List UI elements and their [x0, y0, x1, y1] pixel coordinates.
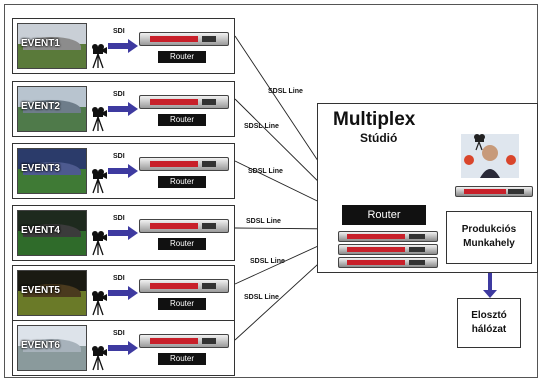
event-label: EVENT2 — [21, 101, 60, 112]
studio-router: Router — [342, 205, 426, 225]
stadium-photo: EVENT5 — [17, 270, 87, 316]
studio-subtitle: Stúdió — [360, 131, 398, 145]
sdi-label: SDI — [113, 215, 125, 222]
sdsl-line-label: SDSL Line — [248, 168, 283, 175]
sdsl-line-label: SDSL Line — [244, 294, 279, 301]
production-workstation-box: Produkciós Munkahely — [446, 211, 532, 264]
router-device — [139, 95, 229, 109]
router-device — [139, 334, 229, 348]
video-camera-icon — [92, 44, 107, 69]
router-label: Router — [158, 114, 206, 126]
stadium-photo: EVENT2 — [17, 86, 87, 132]
event-box: EVENT3 SDI Router — [12, 143, 235, 199]
video-camera-icon — [92, 231, 107, 256]
sdi-label: SDI — [113, 153, 125, 160]
sdsl-line-label: SDSL Line — [250, 258, 285, 265]
down-arrow-icon — [483, 290, 497, 298]
router-device — [139, 279, 229, 293]
event-box: EVENT4 SDI Router — [12, 205, 235, 261]
video-camera-icon — [92, 169, 107, 194]
distribution-label-line1: Elosztó — [471, 310, 507, 321]
arrow-right-icon — [108, 164, 138, 178]
event-label: EVENT5 — [21, 285, 60, 296]
arrow-right-icon — [108, 286, 138, 300]
production-label-line1: Produkciós — [461, 224, 517, 235]
studio-rack-device-3 — [338, 257, 438, 268]
router-label: Router — [158, 298, 206, 310]
sdi-label: SDI — [113, 28, 125, 35]
event-box: EVENT1 SDI Router — [12, 18, 235, 74]
stadium-photo: EVENT6 — [17, 325, 87, 371]
event-label: EVENT6 — [21, 340, 60, 351]
distribution-label-line2: hálózat — [471, 324, 507, 335]
event-label: EVENT4 — [21, 225, 60, 236]
router-device — [139, 32, 229, 46]
video-camera-icon — [92, 291, 107, 316]
event-box: EVENT2 SDI Router — [12, 81, 235, 137]
studio-rack-device-1 — [338, 231, 438, 242]
sdi-label: SDI — [113, 91, 125, 98]
router-device — [139, 219, 229, 233]
presenter-photo — [461, 134, 519, 178]
sdsl-line-label: SDSL Line — [246, 218, 281, 225]
video-camera-icon — [92, 107, 107, 132]
distribution-network-box: Elosztó hálózat — [457, 298, 521, 348]
arrow-right-icon — [108, 39, 138, 53]
stadium-photo: EVENT4 — [17, 210, 87, 256]
production-label-line2: Munkahely — [463, 238, 515, 249]
sdi-label: SDI — [113, 275, 125, 282]
studio-rack-device-2 — [338, 244, 438, 255]
event-box: EVENT5 SDI Router — [12, 265, 235, 321]
event-label: EVENT3 — [21, 163, 60, 174]
video-camera-icon — [92, 346, 107, 371]
arrow-right-icon — [108, 226, 138, 240]
arrow-right-icon — [108, 341, 138, 355]
sdi-label: SDI — [113, 330, 125, 337]
sdsl-line-label: SDSL Line — [244, 123, 279, 130]
stadium-photo: EVENT1 — [17, 23, 87, 69]
event-box: EVENT6 SDI Router — [12, 320, 235, 376]
event-label: EVENT1 — [21, 38, 60, 49]
sdsl-line-label: SDSL Line — [268, 88, 303, 95]
studio-top-device — [455, 186, 533, 197]
router-label: Router — [158, 238, 206, 250]
arrow-right-icon — [108, 102, 138, 116]
studio-title: Multiplex — [333, 109, 416, 130]
stadium-photo: EVENT3 — [17, 148, 87, 194]
router-label: Router — [158, 353, 206, 365]
router-label: Router — [158, 51, 206, 63]
router-label: Router — [158, 176, 206, 188]
router-device — [139, 157, 229, 171]
